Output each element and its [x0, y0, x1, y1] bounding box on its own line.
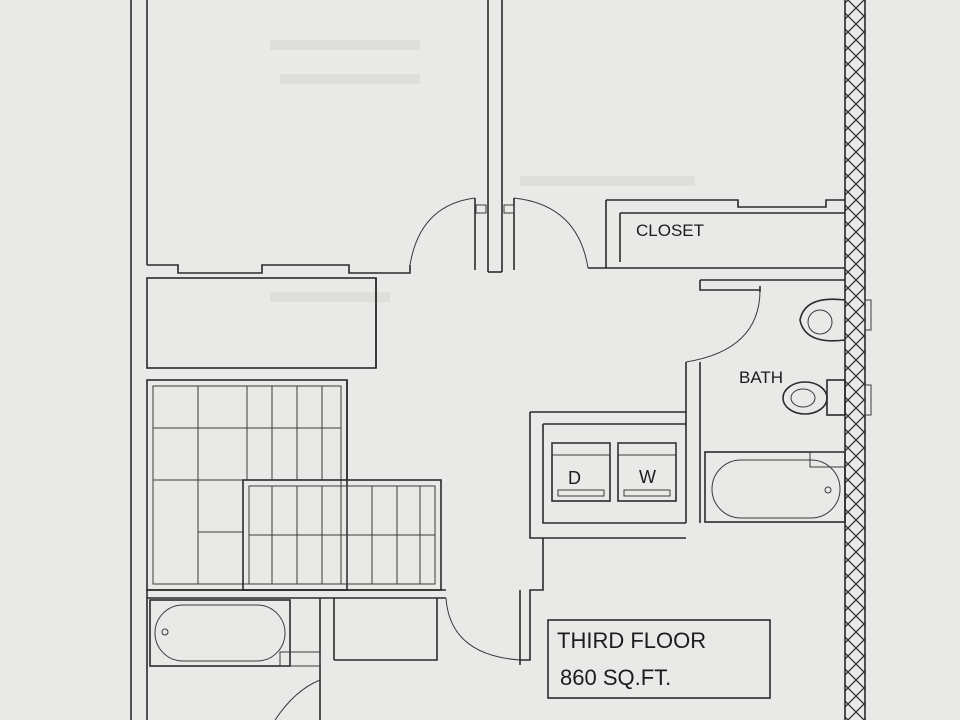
bathtub-icon	[704, 451, 846, 523]
exterior-wall-hatch-icon	[844, 0, 866, 720]
stair-treads	[153, 386, 435, 584]
ghost-marks	[270, 40, 695, 302]
closet-label: CLOSET	[636, 221, 704, 240]
washer-label: W	[639, 467, 656, 487]
bath-label: BATH	[739, 368, 783, 387]
dryer-label: D	[568, 468, 581, 488]
toilet-icon	[782, 379, 872, 416]
floor-title: THIRD FLOOR	[557, 628, 706, 653]
title-block: THIRD FLOOR 860 SQ.FT.	[547, 619, 771, 699]
sink-icon	[799, 298, 872, 342]
bathtub-icon	[149, 599, 321, 667]
laundry-units	[551, 442, 677, 502]
floor-area: 860 SQ.FT.	[560, 665, 671, 690]
door-swing-icon	[274, 197, 761, 720]
walls	[130, 0, 845, 720]
